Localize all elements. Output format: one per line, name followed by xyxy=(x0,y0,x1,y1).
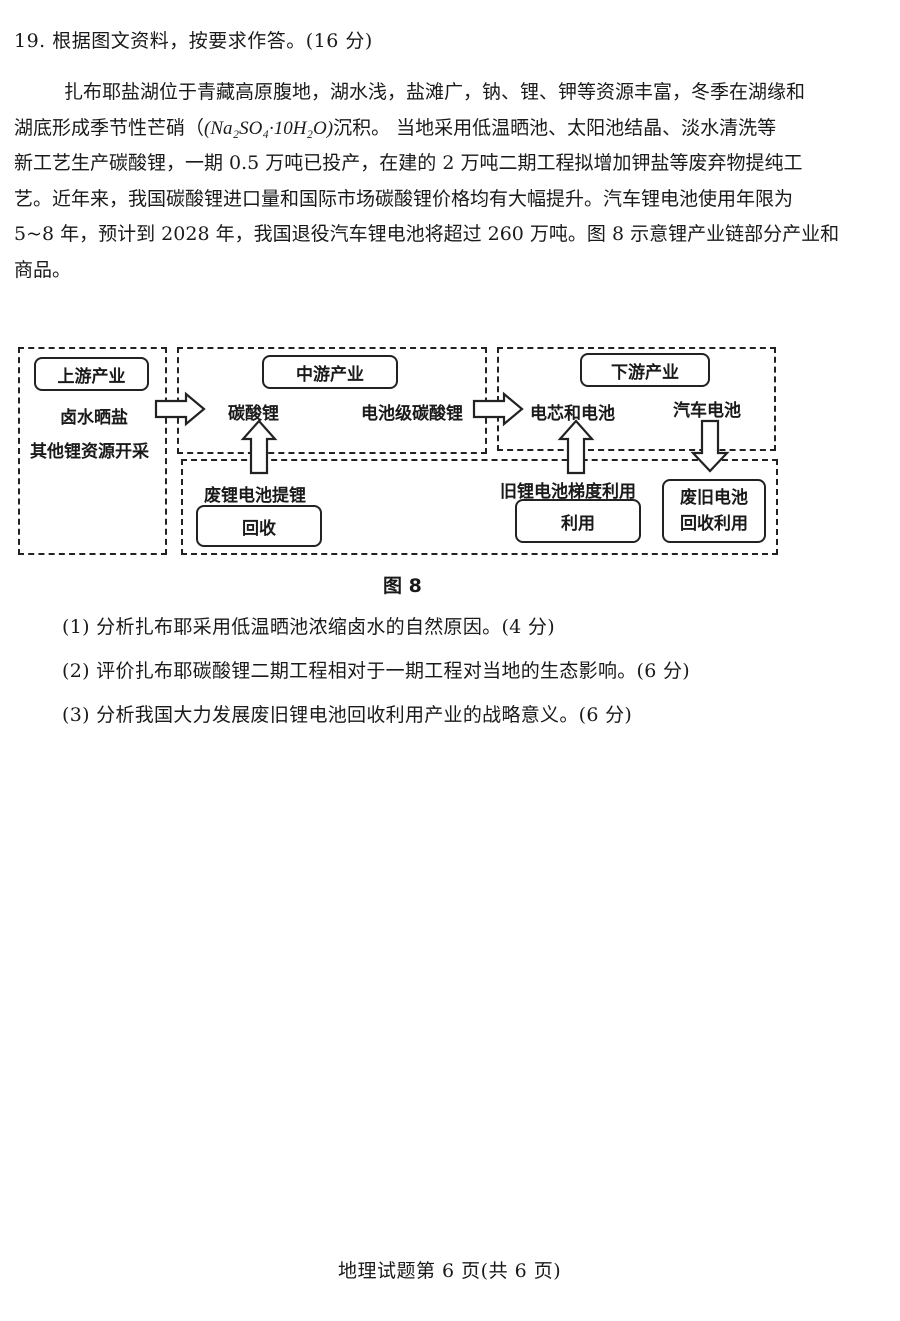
arrow-car-battery-to-recycling xyxy=(690,419,730,473)
paragraph-line-3: 新工艺生产碳酸锂，一期 0.5 万吨已投产，在建的 2 万吨二期工程拟增加钾盐等… xyxy=(14,152,803,175)
lithium-industry-chain-diagram: 上游产业 卤水晒盐 其他锂资源开采 中游产业 碳酸锂 电池级碳酸锂 下游产业 电… xyxy=(18,343,778,559)
question-title: 19. 根据图文资料，按要求作答。(16 分) xyxy=(14,30,373,52)
chemical-formula: (Na₂SO₄·10H₂O) xyxy=(204,117,334,139)
upstream-item-brine: 卤水晒盐 xyxy=(60,408,128,428)
paragraph-line-2: 湖底形成季节性芒硝（(Na₂SO₄·10H₂O)沉积。 当地采用低温晒池、太阳池… xyxy=(14,116,777,139)
upstream-label: 上游产业 xyxy=(34,357,149,391)
downstream-item-cells: 电芯和电池 xyxy=(530,404,615,424)
downstream-region xyxy=(497,347,776,451)
sub-question-3: (3) 分析我国大力发展废旧锂电池回收利用产业的战略意义。(6 分) xyxy=(62,704,633,726)
arrow-upstream-to-midstream xyxy=(154,391,206,427)
midstream-item-lithium-carbonate: 碳酸锂 xyxy=(228,404,279,424)
recycle-extract-title: 废锂电池提锂 xyxy=(204,486,306,506)
arrow-recycle-to-carbonate xyxy=(240,419,278,475)
sub-question-1: (1) 分析扎布耶采用低温晒池浓缩卤水的自然原因。(4 分) xyxy=(62,616,555,638)
sub-question-2: (2) 评价扎布耶碳酸锂二期工程相对于一期工程对当地的生态影响。(6 分) xyxy=(62,660,691,682)
paragraph-line-1: 扎布耶盐湖位于青藏高原腹地，湖水浅，盐滩广，钠、锂、钾等资源丰富，冬季在湖缘和 xyxy=(64,81,806,103)
recycle-box: 回收 xyxy=(196,505,322,547)
utilization-box: 利用 xyxy=(515,499,641,543)
question-paragraph: 扎布耶盐湖位于青藏高原腹地，湖水浅，盐滩广，钠、锂、钾等资源丰富，冬季在湖缘和 … xyxy=(14,75,888,289)
downstream-item-car-battery: 汽车电池 xyxy=(673,401,741,421)
recycling-region xyxy=(181,459,778,555)
paragraph-line-6: 商品。 xyxy=(14,258,72,281)
paragraph-line-5: 5~8 年，预计到 2028 年，我国退役汽车锂电池将超过 260 万吨。图 8… xyxy=(14,223,840,246)
arrow-cascade-to-cells xyxy=(557,419,595,475)
upstream-item-other-mining: 其他锂资源开采 xyxy=(30,442,149,462)
page-footer: 地理试题第 6 页(共 6 页) xyxy=(338,1260,562,1282)
diagram-arrows xyxy=(154,391,730,475)
arrow-midstream-to-downstream xyxy=(472,391,524,427)
midstream-item-battery-grade: 电池级碳酸锂 xyxy=(361,404,463,424)
waste-battery-recycle-box: 废旧电池 回收利用 xyxy=(662,479,766,543)
figure-caption: 图 8 xyxy=(383,575,422,597)
cascade-use-title: 旧锂电池梯度利用 xyxy=(500,482,636,502)
upstream-region xyxy=(18,347,167,555)
paragraph-line-4: 艺。近年来，我国碳酸锂进口量和国际市场碳酸锂价格均有大幅提升。汽车锂电池使用年限… xyxy=(14,187,794,210)
downstream-label: 下游产业 xyxy=(580,353,710,387)
midstream-label: 中游产业 xyxy=(262,355,398,389)
